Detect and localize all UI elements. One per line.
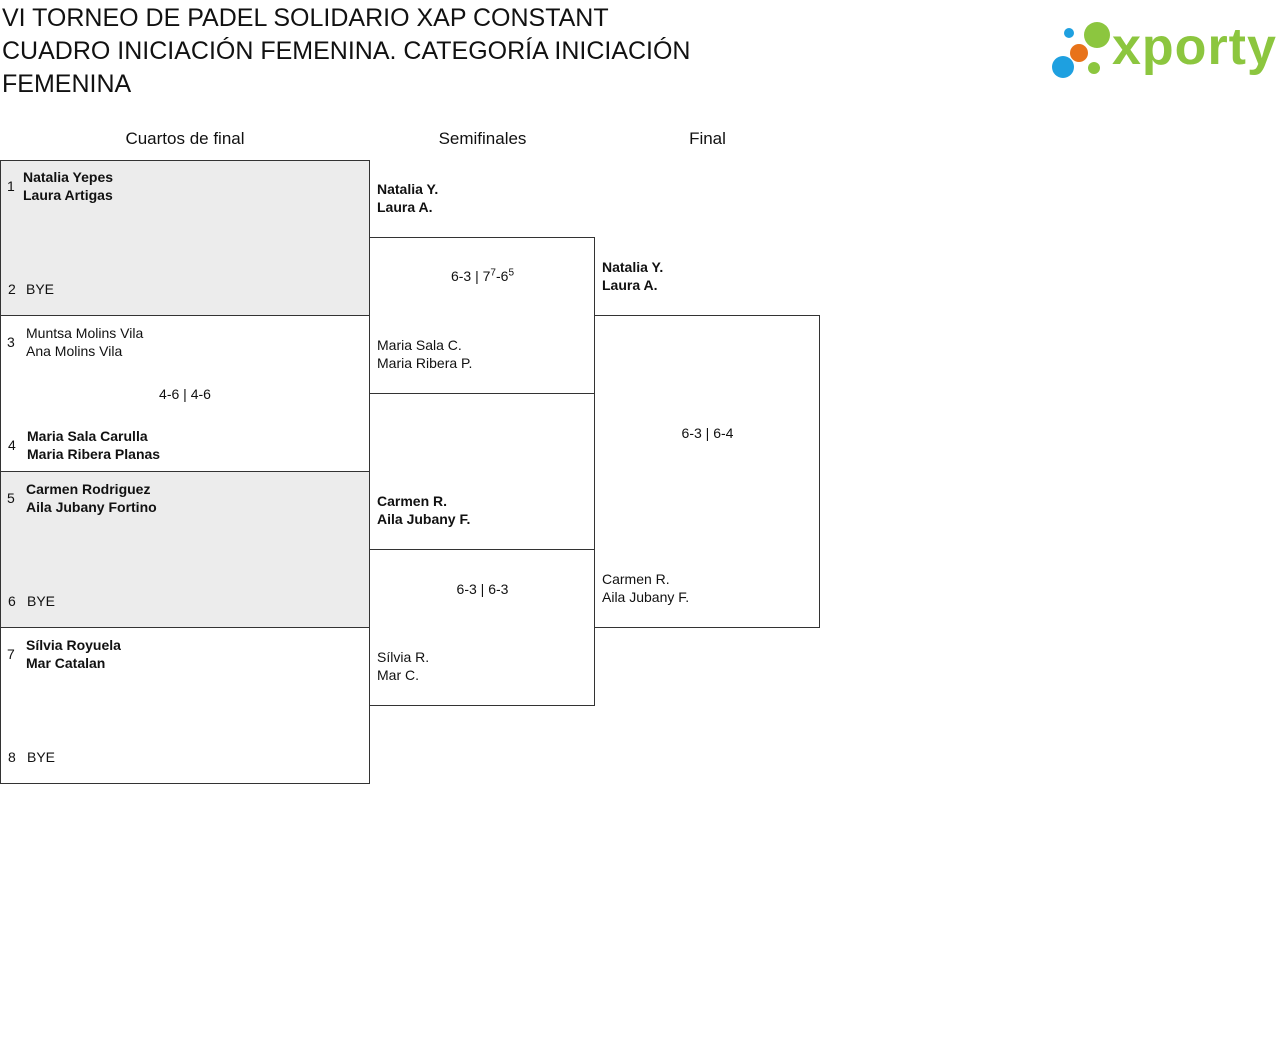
- logo-dot-green: [1084, 22, 1110, 48]
- player-name[interactable]: Carmen R.: [602, 571, 670, 587]
- player-name[interactable]: Aila Jubany Fortino: [26, 499, 157, 515]
- player-name[interactable]: Laura A.: [602, 277, 658, 293]
- player-name[interactable]: Maria Sala Carulla: [27, 428, 148, 444]
- player-name[interactable]: Laura A.: [377, 199, 433, 215]
- tiebreak-score: 5: [508, 267, 514, 279]
- seed-number: 7: [7, 646, 15, 662]
- player-name[interactable]: Maria Ribera P.: [377, 355, 473, 371]
- player-name[interactable]: Natalia Y.: [602, 259, 664, 275]
- player-name[interactable]: Maria Ribera Planas: [27, 446, 161, 462]
- seed-number: 5: [7, 490, 15, 506]
- player-name[interactable]: Sílvia Royuela: [26, 637, 121, 653]
- logo-wordmark: xporty: [1112, 18, 1277, 76]
- player-name[interactable]: Aila Jubany F.: [377, 511, 471, 527]
- player-name[interactable]: Sílvia R.: [377, 649, 430, 665]
- logo-dot-green-small: [1088, 62, 1100, 74]
- seed-number: 4: [8, 437, 16, 453]
- match-score: 6-3 | 6-3: [456, 581, 509, 597]
- match-score: 6-3 | 77-65: [370, 268, 595, 284]
- seed-number: 2: [8, 281, 16, 297]
- player-name[interactable]: Mar Catalan: [26, 655, 106, 671]
- bye-label: BYE: [27, 593, 56, 609]
- final-match: [594, 315, 820, 628]
- bye-label: BYE: [27, 749, 56, 765]
- player-name[interactable]: Aila Jubany F.: [602, 589, 690, 605]
- round-header-semifinals: Semifinales: [438, 129, 527, 148]
- logo-dot-orange: [1070, 44, 1088, 62]
- logo-dot-blue-small: [1064, 28, 1074, 38]
- round-header-final: Final: [689, 129, 726, 148]
- tiebreak-score: 7: [490, 267, 496, 279]
- player-name[interactable]: Muntsa Molins Vila: [26, 325, 144, 341]
- seed-number: 1: [7, 178, 15, 194]
- seed-number: 3: [7, 334, 15, 350]
- seed-number: 6: [8, 593, 16, 609]
- qf-match-3: [0, 471, 370, 628]
- score-part: 6-3 | 7: [450, 268, 491, 284]
- player-name[interactable]: Carmen Rodriguez: [26, 481, 151, 497]
- qf-match-1: [0, 160, 370, 316]
- player-name[interactable]: Maria Sala C.: [377, 337, 462, 353]
- match-score: 4-6 | 4-6: [159, 386, 211, 402]
- seed-number: 8: [8, 749, 16, 765]
- round-header-quarterfinals: Cuartos de final: [125, 129, 245, 148]
- player-name[interactable]: Laura Artigas: [23, 187, 113, 203]
- logo-dot-blue: [1052, 56, 1074, 78]
- score-part: -6: [495, 268, 509, 284]
- title-line-2: CUADRO INICIACIÓN FEMENINA. CATEGORÍA IN…: [2, 37, 691, 98]
- tournament-title: VI TORNEO DE PADEL SOLIDARIO XAP CONSTAN…: [2, 2, 782, 101]
- xporty-logo[interactable]: xporty: [1050, 18, 1276, 84]
- player-name[interactable]: Natalia Yepes: [23, 169, 114, 185]
- match-score: 6-3 | 6-4: [681, 425, 734, 441]
- title-line-1: VI TORNEO DE PADEL SOLIDARIO XAP CONSTAN…: [2, 4, 609, 32]
- player-name[interactable]: Carmen R.: [377, 493, 448, 509]
- bye-label: BYE: [26, 281, 55, 297]
- player-name[interactable]: Natalia Y.: [377, 181, 439, 197]
- player-name[interactable]: Mar C.: [377, 667, 419, 683]
- player-name[interactable]: Ana Molins Vila: [26, 343, 123, 359]
